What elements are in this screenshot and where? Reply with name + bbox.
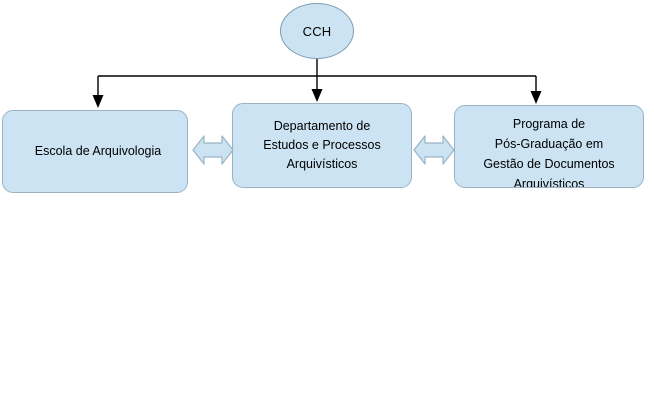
node-escola-de-arquivologia: Escola de Arquivologia [2,110,188,193]
node-departamento-estudos-processos-label: Departamento de Estudos e Processos Arqu… [263,119,381,171]
node-programa-pos-graduacao-label: Programa de Pós-Graduação em Gestão de D… [483,117,615,188]
bidirectional-arrow-icon-departamento-programa [413,135,455,165]
node-cch: CCH [280,3,354,59]
bidirectional-arrow-icon-escola-departamento [192,135,234,165]
node-cch-label: CCH [302,23,332,39]
node-departamento-estudos-processos: Departamento de Estudos e Processos Arqu… [232,103,412,188]
node-escola-de-arquivologia-label: Escola de Arquivologia [34,144,162,158]
node-programa-pos-graduacao: Programa de Pós-Graduação em Gestão de D… [454,105,644,188]
